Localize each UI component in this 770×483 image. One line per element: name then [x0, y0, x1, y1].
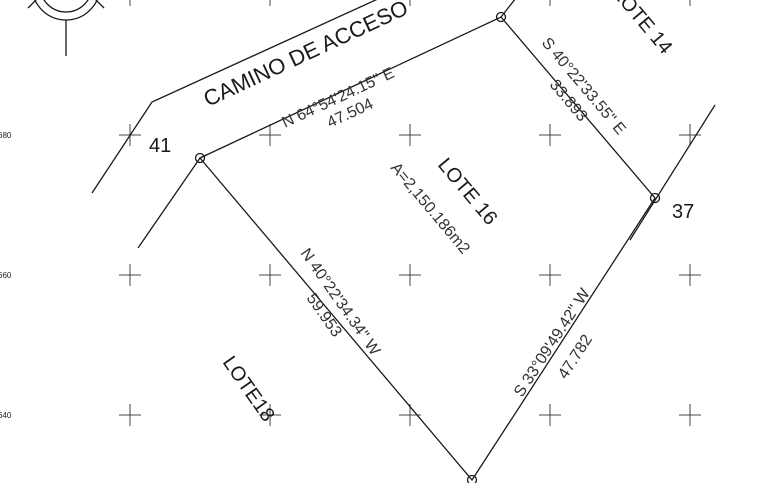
grid-cross — [119, 264, 141, 286]
vertex-label: 41 — [149, 135, 171, 157]
grid-cross — [539, 124, 561, 146]
grid-cross — [679, 404, 701, 426]
grid-cross — [539, 264, 561, 286]
grid-cross — [679, 124, 701, 146]
vertex-marker — [466, 474, 478, 483]
vertex-marker — [649, 192, 661, 204]
grid-cross — [399, 264, 421, 286]
grid-cross — [259, 124, 281, 146]
grid-crosses — [119, 0, 701, 426]
adjacent-lot-line — [629, 104, 716, 241]
grid-cross — [259, 264, 281, 286]
grid-cross — [539, 404, 561, 426]
grid-cross — [119, 404, 141, 426]
north-arrow-icon — [27, 0, 105, 56]
grid-cross — [689, 0, 691, 6]
lot-14-label: LOTE 14 — [608, 0, 676, 59]
grid-cross — [269, 0, 271, 6]
grid-cross — [259, 404, 281, 426]
grid-cross — [409, 0, 411, 6]
grid-cross — [549, 0, 551, 6]
adjacent-lot-line — [500, 0, 516, 18]
grid-cross — [399, 124, 421, 146]
road-label: CAMINO DE ACCESO — [200, 0, 412, 112]
road-boundary — [91, 0, 378, 194]
grid-label: 640 — [0, 411, 12, 420]
lot-16-boundary — [198, 16, 656, 482]
grid-label: 680 — [0, 131, 12, 140]
adjacent-lot-line — [137, 157, 201, 249]
vertex-label: 37 — [672, 201, 694, 223]
grid-cross — [129, 0, 131, 6]
vertex-marker — [495, 11, 507, 23]
lot-18-label: LOTE18 — [218, 352, 279, 426]
grid-cross — [679, 264, 701, 286]
vertex-marker — [194, 152, 206, 164]
grid-label: 660 — [0, 271, 12, 280]
